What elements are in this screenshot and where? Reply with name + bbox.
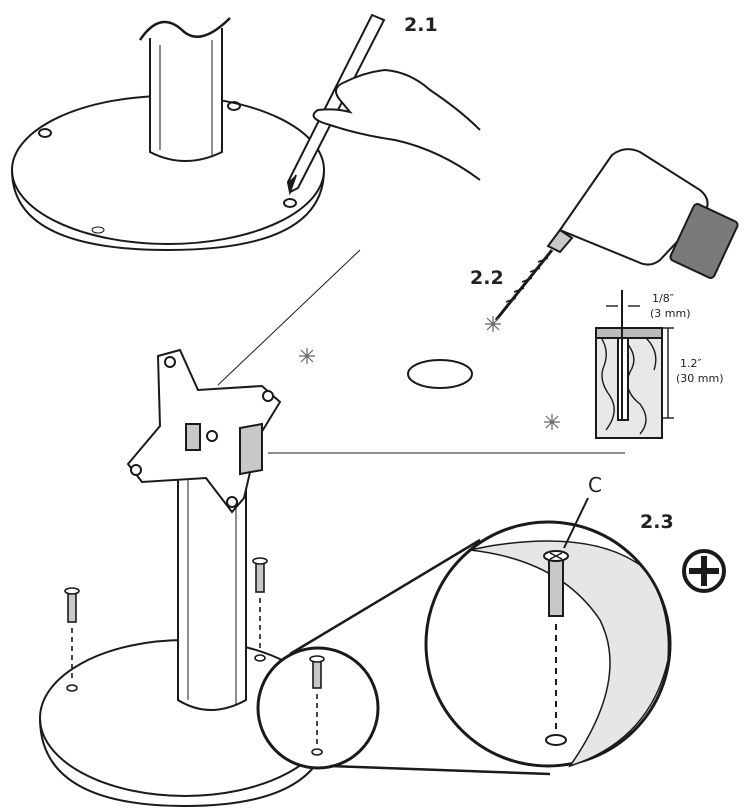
screw — [309, 655, 325, 756]
base-plate-edge — [11, 169, 325, 252]
drill-bit — [494, 249, 554, 321]
assembled-stand — [39, 348, 331, 808]
screw — [252, 557, 268, 662]
screw-c — [543, 550, 569, 746]
diameter-inches: 1/8″ — [652, 292, 674, 305]
power-drill-icon — [494, 148, 739, 321]
hole — [91, 226, 105, 234]
diameter-mm: (3 mm) — [650, 307, 691, 320]
callout-leader — [563, 497, 589, 549]
drill-depth-cross-section — [595, 290, 663, 439]
dimension-lines — [606, 305, 674, 419]
pencil-icon — [286, 13, 386, 196]
step-label-2-1: 2.1 — [404, 14, 438, 36]
hole — [38, 128, 52, 138]
part-callout-c: C — [588, 473, 602, 497]
depth-inches: 1.2″ — [680, 357, 702, 370]
phillips-screwdriver-icon — [682, 549, 726, 593]
drilled-hole — [407, 359, 473, 389]
asterisk-mark-icon — [299, 316, 560, 430]
screw — [64, 587, 80, 692]
step-label-2-2: 2.2 — [470, 267, 504, 289]
detail-circle-large — [424, 520, 672, 768]
detail-circle-small — [256, 646, 380, 770]
step-2-1-illustration — [11, 17, 325, 252]
stand-post — [177, 470, 247, 711]
step-label-2-3: 2.3 — [640, 511, 674, 533]
post-tube — [149, 28, 223, 162]
hand-outline — [312, 68, 481, 181]
zoom-connector-lines — [289, 538, 551, 776]
hole — [283, 198, 297, 208]
post-break-line — [138, 17, 231, 41]
hole — [227, 101, 241, 111]
depth-mm: (30 mm) — [676, 372, 724, 385]
guide-lines — [217, 249, 625, 454]
